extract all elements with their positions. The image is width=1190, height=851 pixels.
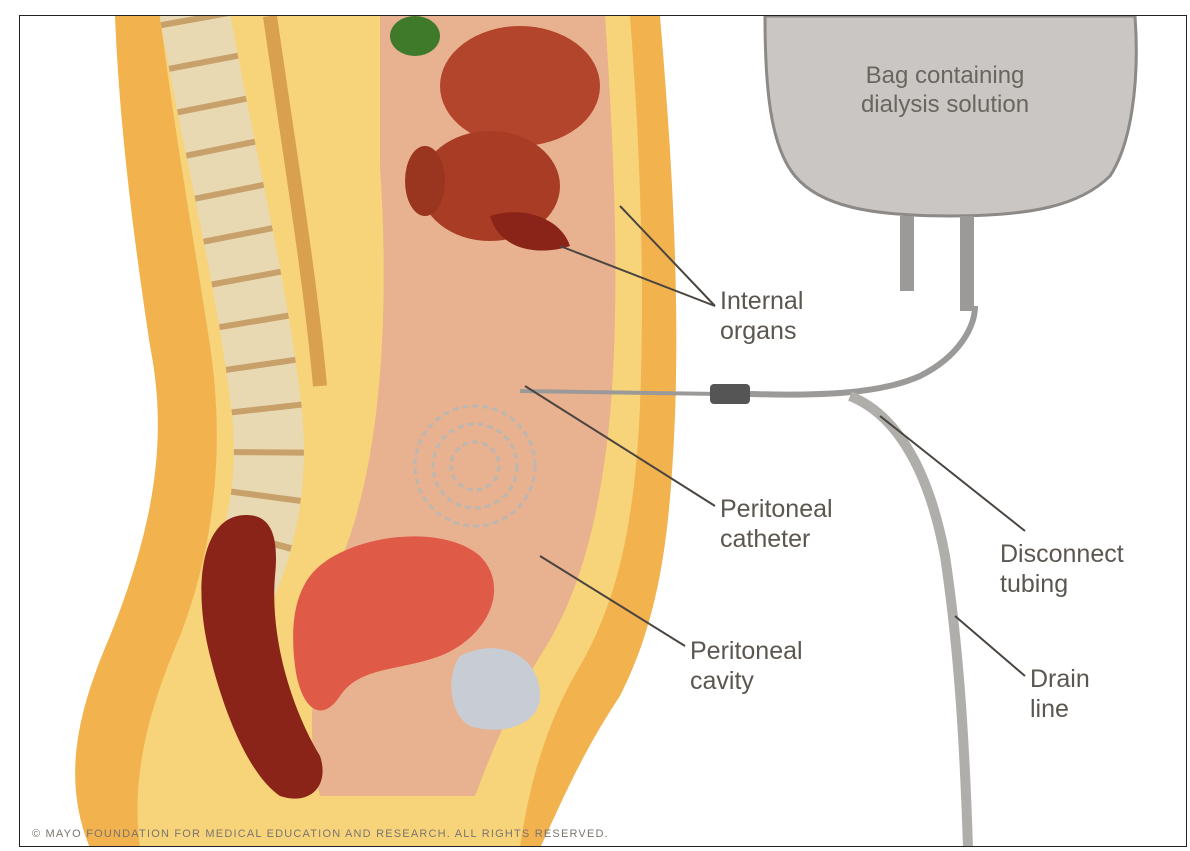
stomach <box>440 26 600 146</box>
kidney <box>405 146 445 216</box>
label-peritoneal-catheter: Peritoneal catheter <box>720 494 833 554</box>
copyright-credit: © MAYO FOUNDATION FOR MEDICAL EDUCATION … <box>32 828 609 840</box>
bag-port-left <box>900 216 914 291</box>
label-internal-organs: Internal organs <box>720 286 803 346</box>
label-bag: Bag containing dialysis solution <box>820 61 1070 119</box>
label-peritoneal-cavity: Peritoneal cavity <box>690 636 803 696</box>
gallbladder <box>390 16 440 56</box>
peritoneal-dialysis-illustration <box>20 16 1187 847</box>
bag-port-right <box>960 216 974 311</box>
label-disconnect-tubing: Disconnect tubing <box>1000 539 1124 599</box>
leader-disconnect-tubing <box>880 416 1025 531</box>
drain-line <box>850 396 968 847</box>
catheter-connector <box>710 384 750 404</box>
label-drain-line: Drain line <box>1030 664 1090 724</box>
illustration-frame: Bag containing dialysis solution Interna… <box>19 15 1187 847</box>
leader-drain-line <box>955 616 1025 676</box>
